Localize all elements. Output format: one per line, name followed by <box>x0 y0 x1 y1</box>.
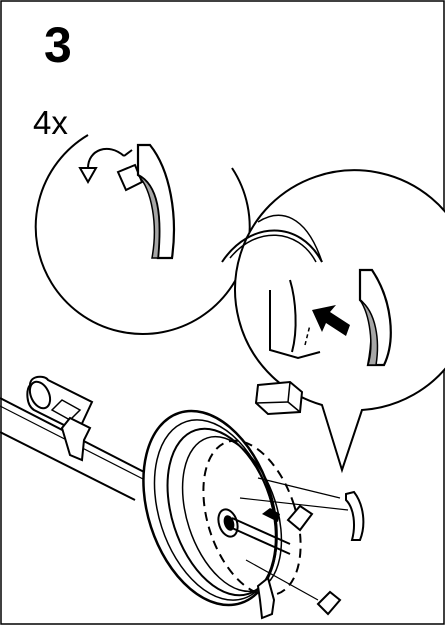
step-number: 3 <box>44 20 72 70</box>
clip-part <box>118 145 174 258</box>
detail-circle-insert <box>222 170 445 470</box>
wheel-axle-assembly <box>0 377 363 623</box>
quantity-label: 4x <box>33 106 68 139</box>
detail-circle-rotate <box>36 135 250 334</box>
